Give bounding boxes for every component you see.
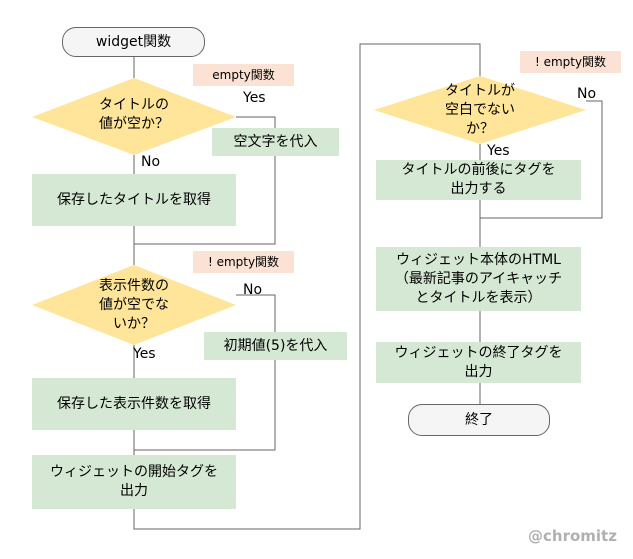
assign-default-label: 初期値(5)を代入 — [223, 337, 328, 354]
widget-body-label: ウィジェット本体のHTML （最新記事のアイキャッチ とタイトルを表示） — [394, 251, 563, 306]
decision-diamond-3 — [374, 76, 586, 144]
start-terminal: widget関数 — [62, 27, 205, 57]
decision-diamond-1 — [32, 78, 236, 155]
no-label-2: No — [243, 282, 263, 298]
no-label-1: No — [141, 154, 161, 170]
output-start-box: ウィジェットの開始タグを 出力 — [32, 455, 236, 509]
end-terminal: 終了 — [408, 404, 550, 436]
watermark: @chromitz — [528, 527, 617, 545]
note-not-empty-function: ! empty関数 — [193, 251, 294, 273]
start-label: widget関数 — [95, 33, 172, 50]
assign-default-box: 初期値(5)を代入 — [204, 332, 347, 360]
widget-body-box: ウィジェット本体のHTML （最新記事のアイキャッチ とタイトルを表示） — [376, 247, 581, 311]
output-start-label: ウィジェットの開始タグを 出力 — [50, 464, 218, 499]
output-end-box: ウィジェットの終了タグを 出力 — [376, 342, 581, 383]
get-count-label: 保存した表示件数を取得 — [57, 395, 211, 412]
note-empty-function: empty関数 — [193, 64, 294, 86]
note2-label: ! empty関数 — [207, 254, 280, 269]
note3-label: ! empty関数 — [534, 54, 607, 69]
get-title-box: 保存したタイトルを取得 — [32, 174, 236, 226]
yes-label-1: Yes — [243, 90, 266, 106]
note-not-empty-function-2: ! empty関数 — [520, 51, 621, 73]
get-count-box: 保存した表示件数を取得 — [32, 378, 236, 430]
output-title-box: タイトルの前後にタグを 出力する — [376, 160, 581, 200]
decision-diamond-2 — [32, 265, 236, 345]
decision-1-text: タイトルの 値が空か？ — [99, 97, 169, 132]
get-title-label: 保存したタイトルを取得 — [57, 191, 211, 208]
end-label: 終了 — [465, 411, 493, 428]
assign-empty-label: 空文字を代入 — [233, 133, 318, 150]
decision-2-text: 表示件数の 値が空でな いか？ — [99, 277, 169, 332]
assign-empty-box: 空文字を代入 — [212, 128, 339, 156]
note1-label: empty関数 — [212, 67, 275, 82]
no-label-3: No — [577, 86, 597, 102]
decision-3-text: タイトルが 空白でない か？ — [445, 82, 515, 137]
yes-label-2: Yes — [133, 346, 156, 362]
output-end-label: ウィジェットの終了タグを 出力 — [394, 344, 563, 380]
yes-label-3: Yes — [487, 143, 510, 159]
output-title-label: タイトルの前後にタグを 出力する — [401, 162, 556, 197]
